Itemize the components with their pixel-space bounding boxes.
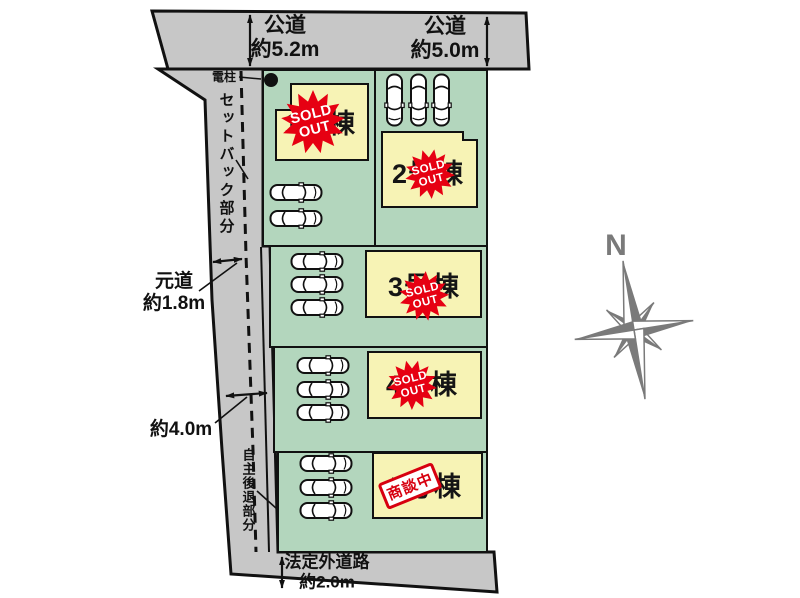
sold-out-badge-3: SOLD OUT <box>399 271 449 321</box>
dimension-arrow-road-4-0m <box>225 390 268 399</box>
cars-lot-4 <box>296 355 350 423</box>
compass-arm <box>574 321 634 340</box>
road-size: 約2.0m <box>299 572 355 591</box>
compass-arm <box>624 330 645 400</box>
road-size: 約1.8m <box>142 293 206 314</box>
road-size: 約4.0m <box>149 419 213 441</box>
utility-pole-label: 電柱 <box>211 70 237 85</box>
setback-label: セットバック部分 <box>217 92 235 236</box>
sold-out-badge-2: SOLD OUT <box>405 149 455 199</box>
cars-lot-3 <box>290 251 344 318</box>
road-size: 約5.2m <box>250 38 320 61</box>
road-name: 公道 <box>424 14 466 38</box>
road-label-top-left: 公道 約5.2m <box>251 14 320 62</box>
sold-out-badge-1: SOLD OUT <box>281 90 345 154</box>
cars-lot-2 <box>384 73 452 127</box>
top-road <box>150 9 531 71</box>
dimension-arrow-road-1-8m <box>212 256 243 265</box>
utility-pole-leader <box>238 76 262 80</box>
road-label-left-upper: 元道 約1.8m <box>143 271 205 315</box>
leader-setback <box>235 159 249 180</box>
road-name: 元道 <box>154 271 193 293</box>
road-label-top-right: 公道 約5.0m <box>411 15 480 63</box>
dashed-boundary-line <box>239 70 258 553</box>
compass-north-label: N <box>605 228 627 262</box>
leader-road-1-8m <box>198 262 238 292</box>
sold-out-badge-4: SOLD OUT <box>387 360 437 410</box>
road-name: 法定外道路 <box>284 552 370 572</box>
negotiating-stamp: 商談中 <box>378 463 442 509</box>
road-label-bottom: 法定外道路 約2.0m <box>285 552 370 591</box>
cars-lot-5 <box>299 453 353 521</box>
road-name: 公道 <box>264 13 306 37</box>
self-recession-label: 自主後退部分 <box>240 448 256 532</box>
compass-arm <box>574 329 637 341</box>
compass-arm <box>633 327 646 400</box>
leader-self-recession <box>256 490 278 510</box>
compass-arm <box>634 320 694 339</box>
svg-text:OUT: OUT <box>297 118 332 141</box>
road-size: 約5.0m <box>410 39 480 62</box>
leader-road-4-0m <box>214 396 248 424</box>
road-label-left-lower: 約4.0m <box>150 419 212 441</box>
utility-pole-dot <box>264 73 278 87</box>
compass-rose-icon <box>574 260 694 400</box>
compass-arm <box>623 260 644 330</box>
